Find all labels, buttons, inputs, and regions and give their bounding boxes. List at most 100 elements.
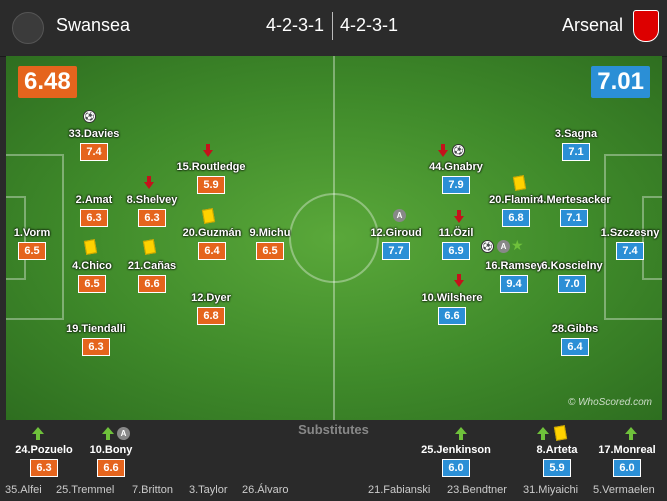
player-away-gibbs[interactable]: 28.Gibbs 6.4 (530, 323, 620, 356)
player-rating: 6.6 (138, 275, 166, 293)
home-team-rating: 6.48 (18, 66, 77, 98)
player-away-flamini[interactable]: 20.Flamini 6.8 (471, 194, 561, 227)
player-home-michu[interactable]: 9.Michu 6.5 (225, 227, 315, 260)
player-rating: 6.3 (138, 209, 166, 227)
player-home-vorm[interactable]: 1.Vorm 6.5 (6, 227, 77, 260)
player-away-koscielny[interactable]: 6.Koscielny 7.0 (527, 260, 617, 293)
unused-sub[interactable]: 3.Taylor (189, 484, 228, 496)
player-name: 4.Mertesacker (537, 194, 611, 206)
unused-sub[interactable]: 21.Fabianski (368, 484, 431, 496)
yellow-card-icon (201, 208, 216, 224)
home-team-name[interactable]: Swansea (56, 15, 131, 35)
unused-sub[interactable]: 26.Álvaro (242, 484, 289, 496)
player-away-sagna[interactable]: 3.Sagna 7.1 (531, 128, 621, 161)
substitutes-title: Substitutes (298, 422, 369, 437)
player-home-routledge[interactable]: 15.Routledge 5.9 (166, 161, 256, 194)
player-rating: 7.1 (560, 209, 588, 227)
home-penalty-area (6, 154, 64, 320)
player-rating: 6.6 (438, 307, 466, 325)
player-rating: 7.9 (442, 176, 470, 194)
away-team-rating: 7.01 (591, 66, 650, 98)
player-name: 3.Sagna (554, 128, 598, 140)
player-name: 10.Bony (89, 444, 133, 456)
player-rating: 6.3 (80, 209, 108, 227)
sub-on-arrow-icon (537, 427, 549, 440)
player-home-amat[interactable]: 2.Amat 6.3 (49, 194, 139, 227)
unused-sub[interactable]: 25.Tremmel (56, 484, 115, 496)
player-away-gnabry[interactable]: 44.Gnabry 7.9 (411, 161, 501, 194)
player-home-dyer[interactable]: 12.Dyer 6.8 (166, 292, 256, 325)
sub-away-monreal[interactable]: 17.Monreal 6.0 (582, 444, 667, 477)
sub-on-arrow-icon (32, 427, 44, 440)
assist-icon: A (393, 209, 406, 222)
player-name: 1.Vorm (13, 227, 51, 239)
player-rating: 6.6 (97, 459, 125, 477)
away-team-name[interactable]: Arsenal (561, 15, 623, 35)
unused-sub[interactable]: 31.Miyaichi (523, 484, 579, 496)
arsenal-crest-icon (633, 10, 659, 42)
player-name: 17.Monreal (598, 444, 656, 456)
player-name: 20.Flamini (489, 194, 543, 206)
player-rating: 5.9 (543, 459, 571, 477)
player-rating: 6.8 (197, 307, 225, 325)
player-away-mertesacker[interactable]: 4.Mertesacker 7.1 (529, 194, 619, 227)
sub-away-arteta[interactable]: 8.Arteta 5.9 (512, 444, 602, 477)
player-home-shelvey[interactable]: 8.Shelvey 6.3 (107, 194, 197, 227)
player-name: 4.Chico (72, 260, 112, 272)
player-name: 44.Gnabry (429, 161, 483, 173)
player-rating: 6.4 (198, 242, 226, 260)
player-home-guzman[interactable]: 20.Guzmán 6.4 (167, 227, 257, 260)
player-rating: 5.9 (197, 176, 225, 194)
match-header: Swansea 4-2-3-1 4-2-3-1 Arsenal (0, 0, 667, 57)
player-home-davies[interactable]: 33.Davies 7.4 (49, 128, 139, 161)
star-icon: ★ (511, 237, 524, 253)
player-name: 11.Özil (438, 227, 474, 239)
formation-divider (332, 12, 333, 40)
player-rating: 9.4 (500, 275, 528, 293)
player-home-tiendalli[interactable]: 19.Tiendalli 6.3 (51, 323, 141, 356)
unused-sub[interactable]: 35.Alfei (5, 484, 42, 496)
sub-off-arrow-icon (203, 144, 213, 157)
player-name: 8.Shelvey (126, 194, 178, 206)
unused-sub[interactable]: 5.Vermaelen (593, 484, 655, 496)
unused-sub[interactable]: 7.Britton (132, 484, 173, 496)
ball-icon: ⚽ (481, 240, 494, 253)
player-name: 6.Koscielny (541, 260, 603, 272)
player-rating: 6.9 (442, 242, 470, 260)
player-home-chico[interactable]: 4.Chico 6.5 (47, 260, 137, 293)
player-away-wilshere[interactable]: 10.Wilshere 6.6 (407, 292, 497, 325)
assist-icon: A (497, 240, 510, 253)
sub-home-bony[interactable]: 10.Bony 6.6 (66, 444, 156, 477)
yellow-card-icon (142, 239, 157, 255)
player-name: 28.Gibbs (551, 323, 599, 335)
ball-icon: ⚽ (452, 144, 465, 157)
sub-on-arrow-icon (102, 427, 114, 440)
sub-on-arrow-icon (625, 427, 637, 440)
player-away-ozil[interactable]: 11.Özil 6.9 (411, 227, 501, 260)
player-name: 19.Tiendalli (66, 323, 126, 335)
player-name: 12.Giroud (370, 227, 422, 239)
player-away-ramsey[interactable]: 16.Ramsey 9.4 (469, 260, 559, 293)
player-rating: 6.4 (561, 338, 589, 356)
player-rating: 6.5 (18, 242, 46, 260)
player-name: 8.Arteta (536, 444, 578, 456)
yellow-card-icon (83, 239, 98, 255)
ball-icon: ⚽ (83, 110, 96, 123)
player-rating: 6.3 (82, 338, 110, 356)
home-formation: 4-2-3-1 (266, 15, 325, 35)
center-circle (289, 193, 379, 283)
player-name: 25.Jenkinson (421, 444, 491, 456)
player-away-szczesny[interactable]: 1.Szczesny 7.4 (585, 227, 662, 260)
player-name: 20.Guzmán (182, 227, 242, 239)
player-name: 12.Dyer (191, 292, 231, 304)
player-name: 21.Cañas (127, 260, 177, 272)
sub-away-jenkinson[interactable]: 25.Jenkinson 6.0 (411, 444, 501, 477)
sub-off-arrow-icon (454, 274, 464, 287)
sub-home-pozuelo[interactable]: 24.Pozuelo 6.3 (0, 444, 89, 477)
unused-sub[interactable]: 23.Bendtner (447, 484, 507, 496)
player-home-canas[interactable]: 21.Cañas 6.6 (107, 260, 197, 293)
player-away-giroud[interactable]: 12.Giroud 7.7 (351, 227, 441, 260)
home-goal-area (6, 196, 26, 280)
player-rating: 7.4 (80, 143, 108, 161)
